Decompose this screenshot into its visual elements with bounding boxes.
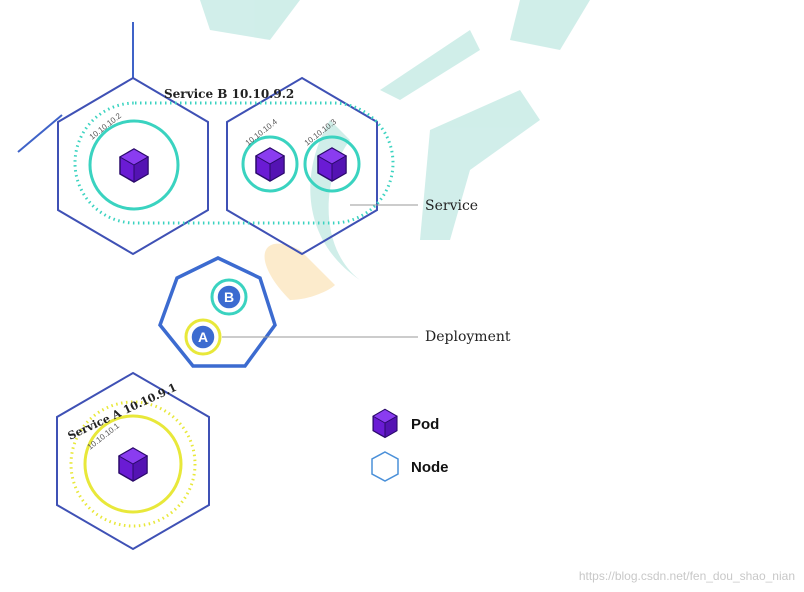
legend: Pod Node bbox=[371, 408, 449, 482]
version-b-icon: B bbox=[210, 278, 248, 316]
version-b-letter: B bbox=[224, 289, 234, 305]
pod-ip-b2: 10.10.10.4 bbox=[244, 117, 280, 148]
service-b-label: Service B 10.10.9.2 bbox=[164, 87, 294, 101]
pod-cube-icon bbox=[118, 447, 148, 482]
pod-ring-b2 bbox=[241, 135, 299, 193]
version-a-letter: A bbox=[198, 329, 208, 345]
version-a-icon: A bbox=[184, 318, 222, 356]
service-callout-label: Service bbox=[425, 198, 478, 214]
watermark-url: https://blog.csdn.net/fen_dou_shao_nian bbox=[579, 569, 795, 583]
deployment-heptagon bbox=[158, 256, 277, 368]
deployment-callout-label: Deployment bbox=[425, 329, 511, 345]
background-logo bbox=[200, 0, 590, 300]
service-a-boundary bbox=[69, 400, 197, 528]
node-hexagon-1 bbox=[57, 76, 209, 256]
node-hexagon-3 bbox=[56, 371, 210, 551]
pod-ip-b1: 10.10.10.2 bbox=[88, 111, 124, 142]
node-hexagon-icon bbox=[371, 451, 399, 482]
legend-node-label: Node bbox=[411, 459, 449, 476]
legend-pod-label: Pod bbox=[411, 416, 439, 433]
pod-ring-b1 bbox=[88, 119, 180, 211]
pod-cube-icon bbox=[317, 147, 347, 182]
pod-cube-icon bbox=[255, 147, 285, 182]
pod-cube-icon bbox=[372, 408, 398, 439]
pod-ring-b3 bbox=[303, 135, 361, 193]
service-a-label: Service A 10.10.9.1 bbox=[66, 381, 179, 443]
node-hexagon-2 bbox=[226, 76, 378, 256]
pod-cube-icon bbox=[119, 148, 149, 183]
network-line-diagonal bbox=[17, 114, 63, 153]
pod-ring-a1 bbox=[83, 414, 183, 514]
service-b-boundary bbox=[73, 101, 395, 225]
